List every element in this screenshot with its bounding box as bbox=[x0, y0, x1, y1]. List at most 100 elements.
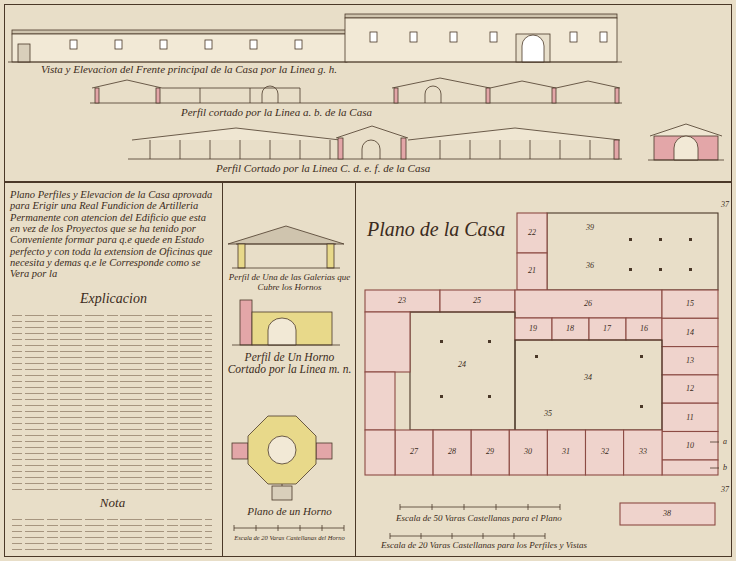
gallery-profile bbox=[228, 226, 344, 268]
house-plan bbox=[624, 430, 662, 475]
view-caption: Vista y Elevacion del Frente principal d… bbox=[41, 64, 421, 76]
room-number: 18 bbox=[566, 325, 574, 333]
room-number: 34 bbox=[584, 374, 592, 382]
profile-cf bbox=[560, 140, 561, 159]
plan-scales bbox=[390, 533, 545, 539]
gallery-caption: Perfil de Una de las Galerias que Cubre … bbox=[227, 273, 352, 292]
front-elevation bbox=[490, 32, 497, 42]
room-number: 11 bbox=[686, 414, 693, 422]
room-number: 19 bbox=[529, 325, 537, 333]
oven-profile bbox=[252, 312, 332, 345]
side-elevation bbox=[648, 160, 724, 161]
house-plan bbox=[620, 503, 715, 525]
room-number: 37 bbox=[721, 201, 729, 209]
house-plan bbox=[433, 430, 471, 475]
gallery-profile bbox=[238, 244, 245, 268]
house-plan bbox=[552, 318, 589, 340]
room-number: 22 bbox=[528, 229, 536, 237]
profile-cf bbox=[440, 140, 441, 159]
house-plan bbox=[440, 290, 515, 312]
front-elevation bbox=[516, 34, 550, 62]
oven-plan bbox=[268, 436, 296, 464]
house-plan bbox=[662, 375, 718, 403]
room-number: 12 bbox=[686, 385, 694, 393]
house-plan bbox=[365, 290, 440, 312]
room-number: 39 bbox=[586, 224, 594, 232]
profile-cf bbox=[180, 140, 181, 159]
oven-scale bbox=[234, 528, 344, 529]
house-plan bbox=[515, 340, 662, 430]
plan-scales bbox=[400, 507, 560, 508]
house-plan bbox=[547, 213, 718, 290]
side-elevation bbox=[650, 124, 722, 136]
oven-plan bbox=[232, 416, 332, 500]
house-plan bbox=[547, 430, 585, 475]
house-plan bbox=[471, 430, 509, 475]
front-elevation bbox=[295, 40, 302, 49]
house-plan bbox=[395, 430, 433, 475]
front-elevation bbox=[70, 40, 77, 49]
section-ticks bbox=[710, 442, 719, 468]
pillar-dots bbox=[440, 238, 692, 408]
oven-profile bbox=[240, 300, 252, 345]
oven-profile bbox=[268, 318, 296, 345]
scale-caption: Escala de 50 Varas Castellanas para el P… bbox=[396, 514, 646, 524]
profile-ab bbox=[556, 81, 620, 88]
oven-panel: Perfil de Una de las Galerias que Cubre … bbox=[222, 182, 356, 557]
pillar-dots bbox=[488, 395, 491, 398]
profile-ab bbox=[90, 103, 622, 104]
front-elevation bbox=[600, 32, 607, 42]
oven-plan bbox=[232, 443, 248, 459]
house-plan bbox=[662, 318, 718, 346]
profile-cf bbox=[401, 138, 406, 159]
profile-ab bbox=[200, 88, 201, 103]
house-plan bbox=[517, 253, 547, 290]
section-letter: a bbox=[723, 438, 727, 446]
profile-cf bbox=[270, 140, 271, 159]
profile-cf bbox=[590, 140, 591, 159]
house-plan bbox=[662, 290, 718, 318]
profile-ab bbox=[162, 88, 300, 89]
front-elevation bbox=[205, 40, 212, 49]
room-number: 23 bbox=[398, 297, 406, 305]
side-elevation bbox=[648, 124, 724, 160]
profile-ab bbox=[425, 86, 441, 103]
section-caption: Perfil cortado por la Linea a. b. de la … bbox=[181, 107, 511, 119]
gallery-profile bbox=[236, 244, 336, 245]
room-number: 26 bbox=[584, 300, 592, 308]
house-plan bbox=[365, 430, 395, 475]
gallery-profile bbox=[232, 268, 340, 269]
profile-cf bbox=[614, 140, 619, 159]
oven-caption: Perfil de Un Horno Cortado por la Linea … bbox=[227, 351, 352, 376]
plan-title: Plano de la Casa bbox=[367, 219, 517, 241]
front-elevation bbox=[8, 14, 622, 62]
profile-ab bbox=[250, 88, 251, 103]
profile-ab bbox=[486, 88, 490, 103]
profile-ab bbox=[300, 88, 301, 103]
front-elevation bbox=[450, 32, 457, 42]
room-number: 21 bbox=[528, 267, 536, 275]
front-elevation bbox=[345, 14, 617, 18]
profile-ab bbox=[95, 88, 99, 103]
profile-ab bbox=[615, 88, 619, 103]
profile-cf bbox=[338, 138, 343, 159]
profile-cf bbox=[128, 126, 622, 159]
pillar-dots bbox=[659, 268, 662, 271]
explanation-lines bbox=[12, 514, 212, 550]
pillar-dots bbox=[659, 238, 662, 241]
front-elevation bbox=[250, 40, 257, 49]
profile-cf bbox=[330, 140, 331, 159]
scale-caption: Escala de 20 Varas Castellanas del Horno bbox=[227, 534, 352, 541]
pillar-dots bbox=[440, 395, 443, 398]
room-number: 10 bbox=[686, 442, 694, 450]
oven-plan bbox=[316, 443, 332, 459]
section-ticks bbox=[710, 442, 719, 443]
plan-scales bbox=[400, 504, 560, 510]
oven-plan-caption: Plano de un Horno bbox=[227, 506, 352, 518]
front-elevation bbox=[570, 32, 577, 42]
house-plan bbox=[626, 318, 662, 340]
house-plan bbox=[365, 312, 410, 372]
profile-cf bbox=[132, 128, 340, 140]
profile-cf bbox=[240, 140, 241, 159]
room-number: 15 bbox=[686, 300, 694, 308]
